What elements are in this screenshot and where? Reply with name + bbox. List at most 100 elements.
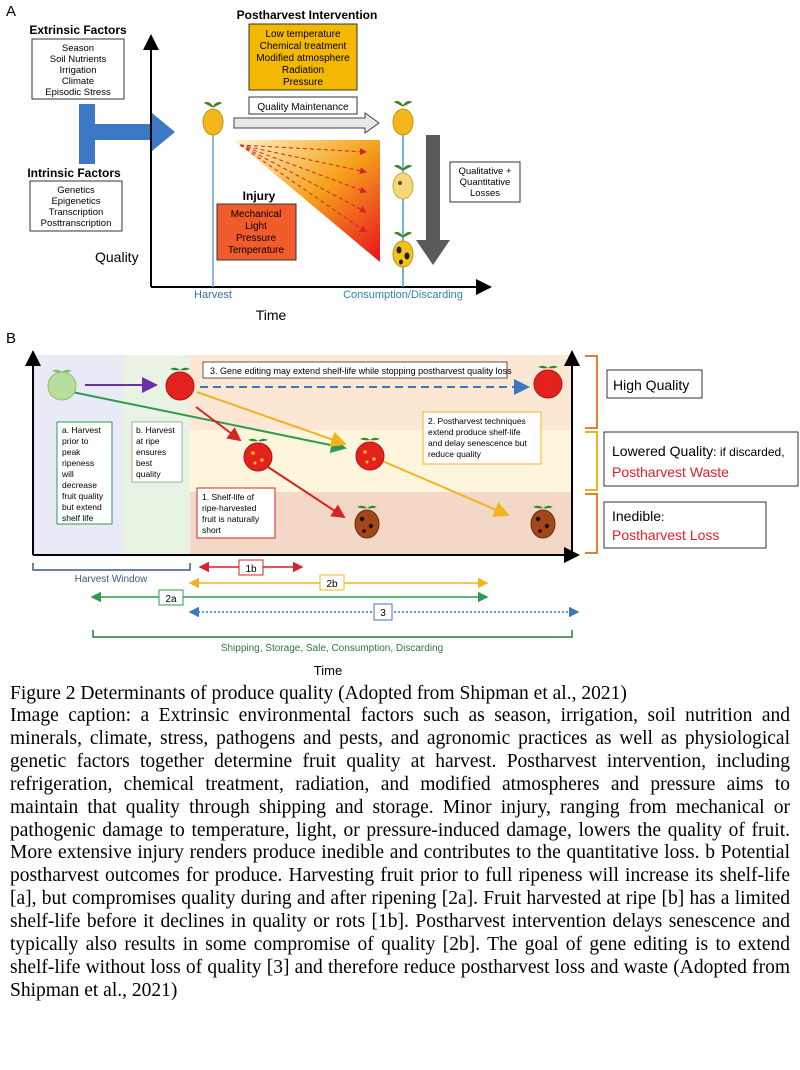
lowered-quality-label: Lowered Quality xyxy=(612,443,713,459)
injury-triangle xyxy=(234,140,380,262)
unripe-fruit-icon xyxy=(47,369,77,401)
intervention-box xyxy=(248,23,358,91)
rot-arrow-1b xyxy=(267,466,346,519)
intervention-item: Low temperature xyxy=(265,29,340,40)
note-a-line: ripeness xyxy=(62,458,94,468)
fruit-harvest-icon xyxy=(202,102,224,136)
injury-item: Pressure xyxy=(236,233,276,244)
note-b-line: at ripe xyxy=(136,436,160,446)
panel-a-letter: A xyxy=(6,3,16,20)
lowered-quality-box xyxy=(603,431,799,487)
short-shelf-arrow-1b xyxy=(195,406,242,442)
note-2-line: and delay senescence but xyxy=(428,438,527,448)
intervention-item: Radiation xyxy=(282,65,324,76)
note-1-box xyxy=(196,487,276,539)
combine-arrow xyxy=(95,113,175,151)
injury-box xyxy=(216,203,297,261)
note-a-line: will xyxy=(61,469,74,479)
bracket-lowered xyxy=(585,431,598,491)
gene-editing-box xyxy=(202,361,508,379)
high-quality-box xyxy=(606,369,703,399)
gene-editing-label: 3. Gene editing may extend shelf-life wh… xyxy=(210,366,512,376)
harvest-label: Harvest xyxy=(194,289,232,301)
range-1b-label: 1b xyxy=(245,564,257,575)
losses-box xyxy=(449,161,521,203)
intrinsic-title: Intrinsic Factors xyxy=(27,166,121,180)
note-1-line: fruit is naturally xyxy=(202,514,260,524)
panel-a: A Extrinsic Factors Season Soil Nutrient… xyxy=(6,3,521,323)
intervention-item: Modified atmosphere xyxy=(256,53,350,64)
declining-fruit-icon xyxy=(243,438,273,472)
note-a-line: a. Harvest xyxy=(62,425,101,435)
figure-caption: Figure 2 Determinants of produce quality… xyxy=(10,682,790,1003)
note-a-line: but extend xyxy=(62,502,102,512)
note-a-line: decrease xyxy=(62,480,97,490)
bracket-inedible xyxy=(585,493,598,554)
note-a-line: peak xyxy=(62,447,81,457)
injury-arrow xyxy=(239,144,367,194)
intervention-item: Pressure xyxy=(283,77,323,88)
injury-item: Mechanical xyxy=(231,209,282,220)
note-2-line: extend produce shelf-life xyxy=(428,427,521,437)
lowered-fruit-icon xyxy=(355,437,385,471)
early-harvest-arrow-2a xyxy=(71,391,347,454)
intrinsic-item: Genetics xyxy=(57,185,95,196)
extrinsic-item: Soil Nutrients xyxy=(50,54,107,65)
bracket-high xyxy=(585,355,598,429)
harvest-window-label: Harvest Window xyxy=(75,574,149,585)
caption-body: Image caption: a Extrinsic environmental… xyxy=(10,705,790,1001)
high-quality-label: High Quality xyxy=(613,377,689,393)
figure-svg: A Extrinsic Factors Season Soil Nutrient… xyxy=(6,3,799,678)
consumption-label: Consumption/Discarding xyxy=(343,289,463,301)
injury-arrow xyxy=(239,144,367,233)
range-3-box xyxy=(373,603,393,621)
shipping-label: Shipping, Storage, Sale, Consumption, Di… xyxy=(221,643,443,654)
losses-line: Losses xyxy=(470,188,500,199)
intrinsic-item: Transcription xyxy=(49,207,104,218)
fruit-good-icon xyxy=(392,101,414,136)
inedible-colon: : xyxy=(661,510,664,524)
loss-arrow xyxy=(416,135,450,265)
panel-b: B 3. Gene editing may extend shelf-life … xyxy=(6,330,799,678)
range-3-label: 3 xyxy=(380,608,386,619)
range-1b-box xyxy=(238,559,264,576)
range-2a-box xyxy=(158,589,184,606)
intrinsic-box xyxy=(29,180,123,232)
note-b-line: ensures xyxy=(136,447,166,457)
note-2-line: 2. Postharvest techniques xyxy=(428,416,526,426)
postharvest-arrow-2b xyxy=(196,391,347,447)
losses-line: Qualitative + xyxy=(458,166,512,177)
injury-arrow xyxy=(239,144,367,175)
fruit-lowered-icon xyxy=(392,165,414,200)
postharvest-loss-label: Postharvest Loss xyxy=(612,527,719,543)
note-b-line: quality xyxy=(136,469,161,479)
intrinsic-item: Posttranscription xyxy=(41,218,112,229)
extrinsic-item: Irrigation xyxy=(60,65,97,76)
b-x-label: Time xyxy=(314,663,342,678)
extrinsic-item: Climate xyxy=(62,76,94,87)
range-2b-label: 2b xyxy=(326,579,338,590)
extrinsic-box xyxy=(31,38,125,100)
rotten-fruit-icon xyxy=(354,505,380,539)
harvest-window-bracket xyxy=(32,563,191,571)
losses-line: Quantitative xyxy=(460,177,511,188)
quality-maintenance-label: Quality Maintenance xyxy=(257,102,349,113)
extrinsic-title: Extrinsic Factors xyxy=(29,23,127,37)
note-a-line: shelf life xyxy=(62,513,93,523)
injury-item: Light xyxy=(245,221,267,232)
extrinsic-item: Episodic Stress xyxy=(45,87,111,98)
postharvest-arrow-2b-continued xyxy=(379,459,510,517)
rotten-fruit-late-icon xyxy=(530,505,556,539)
postharvest-waste-label: Postharvest Waste xyxy=(612,464,729,480)
injury-title: Injury xyxy=(243,189,276,203)
maintenance-arrow xyxy=(233,112,380,134)
note-a-box xyxy=(56,421,113,525)
injury-item: Temperature xyxy=(228,245,285,256)
intervention-item: Chemical treatment xyxy=(260,41,347,52)
intrinsic-item: Epigenetics xyxy=(51,196,100,207)
fruit-rotten-icon xyxy=(392,232,414,268)
note-1-line: 1. Shelf-life of xyxy=(202,492,255,502)
range-2a-label: 2a xyxy=(165,594,177,605)
note-b-line: best xyxy=(136,458,153,468)
extrinsic-item: Season xyxy=(62,43,94,54)
